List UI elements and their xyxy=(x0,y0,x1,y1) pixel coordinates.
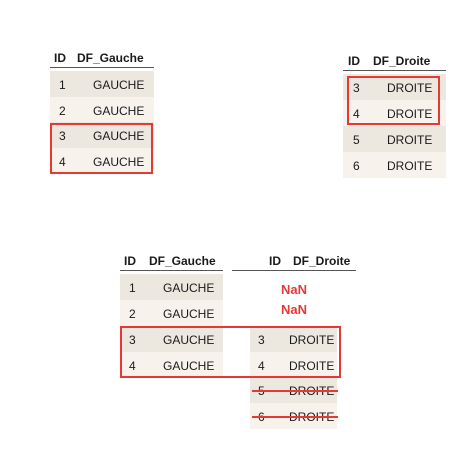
result-left-header: ID DF_Gauche xyxy=(120,250,223,271)
table-row: 3 GAUCHE xyxy=(50,122,154,148)
table-row: 5 DROITE xyxy=(343,126,446,152)
strikethrough-line xyxy=(252,390,338,392)
result-right-header-id: ID xyxy=(269,254,281,268)
table-row: 1 GAUCHE xyxy=(50,71,154,97)
cell-value: DROITE xyxy=(289,359,335,373)
table-row: 3 DROITE xyxy=(250,326,337,352)
cell-id: 2 xyxy=(59,104,66,118)
cell-value: DROITE xyxy=(387,159,433,173)
table-row: 2 GAUCHE xyxy=(50,97,154,123)
nan-value: NaN xyxy=(281,302,308,317)
cell-id: 4 xyxy=(353,107,360,121)
cell-value: GAUCHE xyxy=(93,104,145,118)
cell-id: 3 xyxy=(129,333,136,347)
cell-value: GAUCHE xyxy=(163,281,215,295)
cell-id: 4 xyxy=(59,155,66,169)
right-header-value: DF_Droite xyxy=(373,54,431,68)
table-row: 4 DROITE xyxy=(250,352,337,378)
table-row: 2 GAUCHE xyxy=(120,300,223,326)
cell-id: 1 xyxy=(129,281,136,295)
cell-id: 1 xyxy=(59,78,66,92)
cell-id: 3 xyxy=(258,333,265,347)
cell-value: DROITE xyxy=(289,333,335,347)
table-row: 6 DROITE xyxy=(343,152,446,178)
table-row: 3 DROITE xyxy=(343,74,446,100)
cell-id: 4 xyxy=(129,359,136,373)
left-header-id: ID xyxy=(54,51,66,65)
nan-value: NaN xyxy=(281,282,308,297)
result-right-header: ID DF_Droite xyxy=(232,250,356,271)
right-table-header: ID DF_Droite xyxy=(343,50,446,71)
table-row: 4 GAUCHE xyxy=(50,148,154,174)
cell-value: GAUCHE xyxy=(163,333,215,347)
table-row: 4 GAUCHE xyxy=(120,352,223,378)
left-header-value: DF_Gauche xyxy=(77,51,144,65)
cell-value: DROITE xyxy=(387,133,433,147)
cell-id: 3 xyxy=(353,81,360,95)
cell-value: GAUCHE xyxy=(93,155,145,169)
cell-id: 6 xyxy=(353,159,360,173)
left-table-header: ID DF_Gauche xyxy=(50,47,154,68)
result-left-header-id: ID xyxy=(124,254,136,268)
cell-value: DROITE xyxy=(387,107,433,121)
match-highlight-box xyxy=(347,76,440,125)
match-highlight-box xyxy=(120,326,341,378)
cell-value: GAUCHE xyxy=(93,78,145,92)
result-left-header-value: DF_Gauche xyxy=(149,254,216,268)
cell-id: 4 xyxy=(258,359,265,373)
cell-value: GAUCHE xyxy=(93,129,145,143)
table-row: 3 GAUCHE xyxy=(120,326,223,352)
table-row: 1 GAUCHE xyxy=(120,274,223,300)
cell-value: GAUCHE xyxy=(163,307,215,321)
right-header-id: ID xyxy=(348,54,360,68)
cell-id: 3 xyxy=(59,129,66,143)
cell-id: 2 xyxy=(129,307,136,321)
match-highlight-box xyxy=(50,123,153,174)
cell-id: 5 xyxy=(353,133,360,147)
strikethrough-line xyxy=(252,416,338,418)
cell-value: DROITE xyxy=(387,81,433,95)
cell-value: GAUCHE xyxy=(163,359,215,373)
table-row: 4 DROITE xyxy=(343,100,446,126)
result-right-header-value: DF_Droite xyxy=(293,254,351,268)
